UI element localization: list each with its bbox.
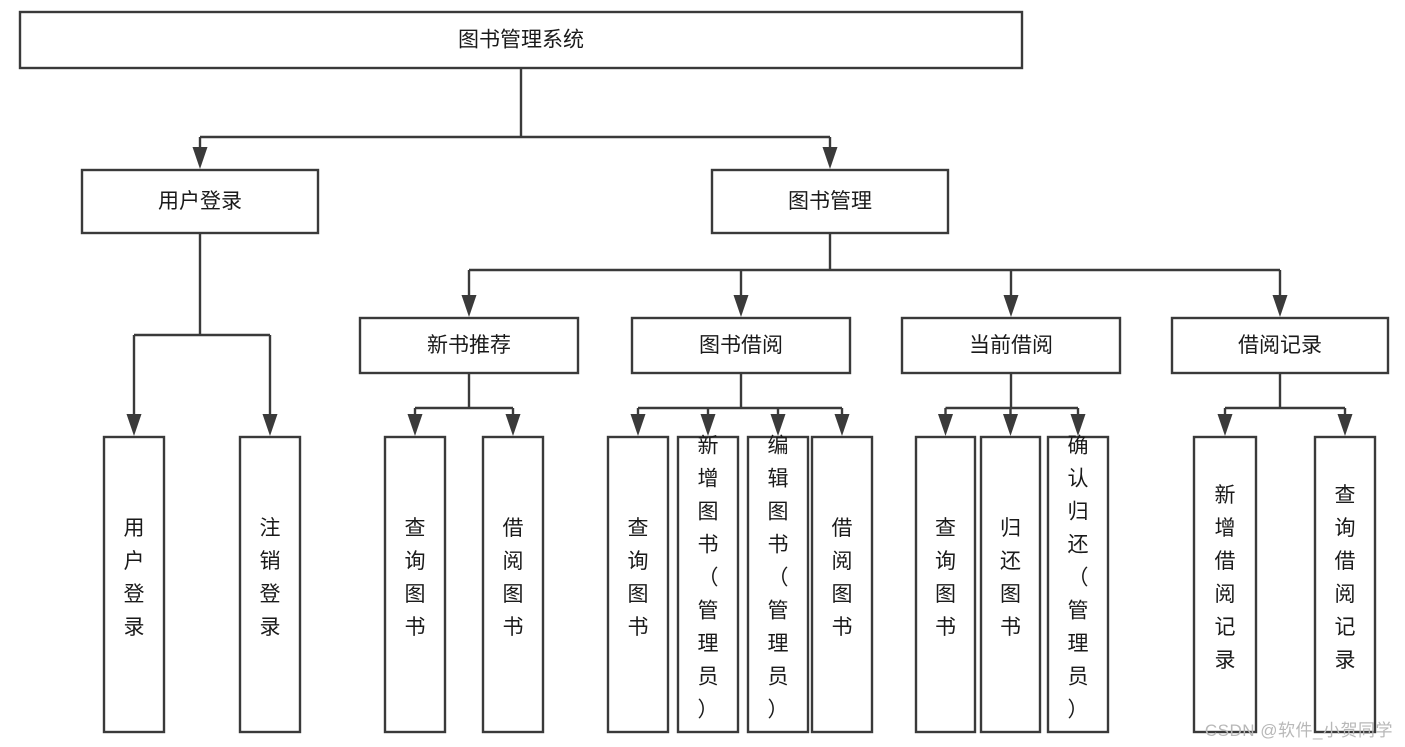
node-label: 借阅图书 bbox=[832, 517, 853, 639]
node-box[interactable] bbox=[1313, 435, 1377, 734]
node-box[interactable] bbox=[238, 435, 302, 734]
node-label: 用户登录 bbox=[124, 517, 145, 639]
node-box[interactable] bbox=[1192, 435, 1258, 734]
node-box[interactable] bbox=[80, 168, 320, 235]
node-box[interactable] bbox=[358, 316, 580, 375]
node-leaf-borrow-book-2[interactable]: 借阅图书 bbox=[810, 435, 874, 734]
arrow-head bbox=[630, 414, 646, 436]
arrow-head bbox=[834, 414, 850, 436]
node-leaf-query-record[interactable]: 查询借阅记录 bbox=[1313, 435, 1377, 734]
node-box[interactable] bbox=[1046, 435, 1110, 734]
node-box[interactable] bbox=[746, 435, 810, 734]
arrow-head bbox=[1217, 414, 1233, 436]
node-label: 查询图书 bbox=[628, 517, 649, 639]
node-book-borrow[interactable]: 图书借阅 bbox=[630, 316, 852, 375]
node-leaf-confirm-return[interactable]: 确认归还（管理员） bbox=[1046, 435, 1110, 734]
node-box[interactable] bbox=[383, 435, 447, 734]
node-user-login[interactable]: 用户登录 bbox=[80, 168, 320, 235]
arrow-head bbox=[938, 414, 953, 436]
arrow-head bbox=[1272, 295, 1288, 317]
node-leaf-query-book-2[interactable]: 查询图书 bbox=[606, 435, 670, 734]
node-label: 图书借阅 bbox=[699, 334, 783, 357]
node-leaf-edit-book[interactable]: 编辑图书（管理员） bbox=[746, 435, 810, 734]
arrow-head bbox=[192, 147, 208, 169]
arrow-head bbox=[822, 147, 838, 169]
node-leaf-return-book[interactable]: 归还图书 bbox=[979, 435, 1042, 734]
node-box[interactable] bbox=[1170, 316, 1390, 375]
arrow-head bbox=[1003, 414, 1018, 436]
node-label: 借阅图书 bbox=[503, 517, 524, 639]
node-label: 新书推荐 bbox=[427, 334, 511, 357]
node-leaf-query-book-3[interactable]: 查询图书 bbox=[914, 435, 977, 734]
node-label: 查询图书 bbox=[405, 517, 426, 639]
node-borrow-record[interactable]: 借阅记录 bbox=[1170, 316, 1390, 375]
node-current-borrow[interactable]: 当前借阅 bbox=[900, 316, 1122, 375]
connector-layer bbox=[126, 68, 1353, 436]
node-box[interactable] bbox=[979, 435, 1042, 734]
node-label: 注销登录 bbox=[260, 517, 281, 639]
node-book-manage[interactable]: 图书管理 bbox=[710, 168, 950, 235]
arrow-head bbox=[1070, 414, 1086, 436]
node-label: 编辑图书（管理员） bbox=[768, 435, 789, 722]
arrow-head bbox=[700, 414, 716, 436]
node-box[interactable] bbox=[481, 435, 545, 734]
node-box[interactable] bbox=[630, 316, 852, 375]
node-box[interactable] bbox=[606, 435, 670, 734]
node-leaf-user-logout[interactable]: 注销登录 bbox=[238, 435, 302, 734]
arrow-head bbox=[126, 414, 142, 436]
node-leaf-borrow-book-1[interactable]: 借阅图书 bbox=[481, 435, 545, 734]
node-label: 新增借阅记录 bbox=[1215, 484, 1236, 672]
arrow-head bbox=[1003, 295, 1019, 317]
node-label: 借阅记录 bbox=[1238, 334, 1322, 357]
node-label: 当前借阅 bbox=[969, 334, 1053, 357]
watermark-text: CSDN @软件_小贺同学 bbox=[1204, 721, 1393, 740]
arrow-head bbox=[1337, 414, 1353, 436]
node-box[interactable] bbox=[710, 168, 950, 235]
node-layer: 图书管理系统用户登录图书管理新书推荐图书借阅当前借阅借阅记录用户登录注销登录查询… bbox=[18, 10, 1390, 734]
node-label: 图书管理系统 bbox=[458, 29, 584, 52]
node-box[interactable] bbox=[900, 316, 1122, 375]
arrow-head bbox=[461, 295, 477, 317]
node-leaf-add-record[interactable]: 新增借阅记录 bbox=[1192, 435, 1258, 734]
node-label: 图书管理 bbox=[788, 190, 872, 213]
node-new-book-recommend[interactable]: 新书推荐 bbox=[358, 316, 580, 375]
node-box[interactable] bbox=[810, 435, 874, 734]
node-label: 归还图书 bbox=[1000, 517, 1021, 639]
node-leaf-user-login[interactable]: 用户登录 bbox=[102, 435, 166, 734]
node-label: 查询借阅记录 bbox=[1335, 484, 1356, 672]
arrow-head bbox=[733, 295, 749, 317]
node-box[interactable] bbox=[914, 435, 977, 734]
arrow-head bbox=[770, 414, 786, 436]
node-label: 用户登录 bbox=[158, 190, 242, 213]
arrow-head bbox=[505, 414, 521, 436]
node-label: 查询图书 bbox=[935, 517, 956, 639]
arrow-head bbox=[262, 414, 278, 436]
node-root[interactable]: 图书管理系统 bbox=[18, 10, 1024, 70]
node-box[interactable] bbox=[18, 10, 1024, 70]
node-label: 确认归还（管理员） bbox=[1068, 435, 1089, 722]
arrow-head bbox=[407, 414, 423, 436]
node-box[interactable] bbox=[676, 435, 740, 734]
node-leaf-add-book[interactable]: 新增图书（管理员） bbox=[676, 435, 740, 734]
node-leaf-query-book-1[interactable]: 查询图书 bbox=[383, 435, 447, 734]
node-label: 新增图书（管理员） bbox=[698, 435, 719, 722]
node-box[interactable] bbox=[102, 435, 166, 734]
